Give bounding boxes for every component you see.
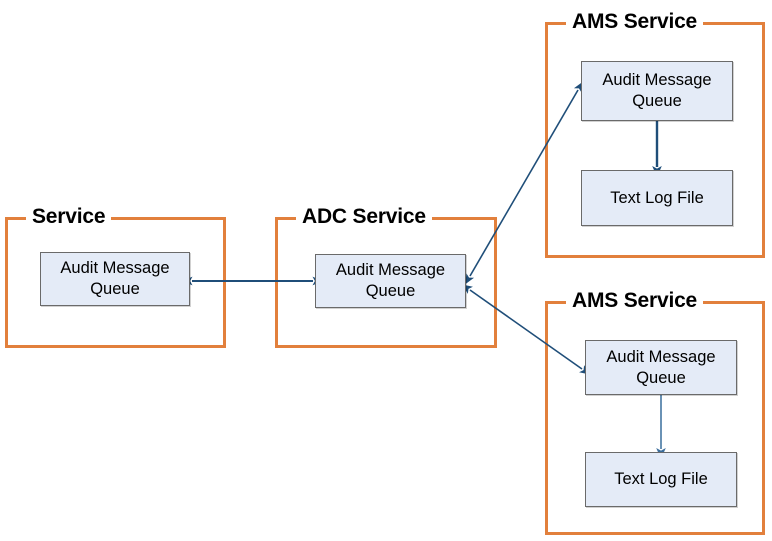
group-ams-service-top-label: AMS Service [566,11,704,33]
group-ams-service-bottom-label: AMS Service [566,290,704,312]
node-ams-bottom-text-log-file[interactable]: Text Log File [585,452,737,507]
group-adc-service-label: ADC Service [296,206,432,228]
node-adc-audit-message-queue[interactable]: Audit Message Queue [315,254,466,308]
group-service-label: Service [26,206,112,228]
node-ams-bottom-audit-message-queue[interactable]: Audit Message Queue [585,340,737,395]
node-ams-top-audit-message-queue[interactable]: Audit Message Queue [581,61,733,121]
node-service-audit-message-queue[interactable]: Audit Message Queue [40,252,190,306]
node-ams-top-text-log-file[interactable]: Text Log File [581,170,733,226]
